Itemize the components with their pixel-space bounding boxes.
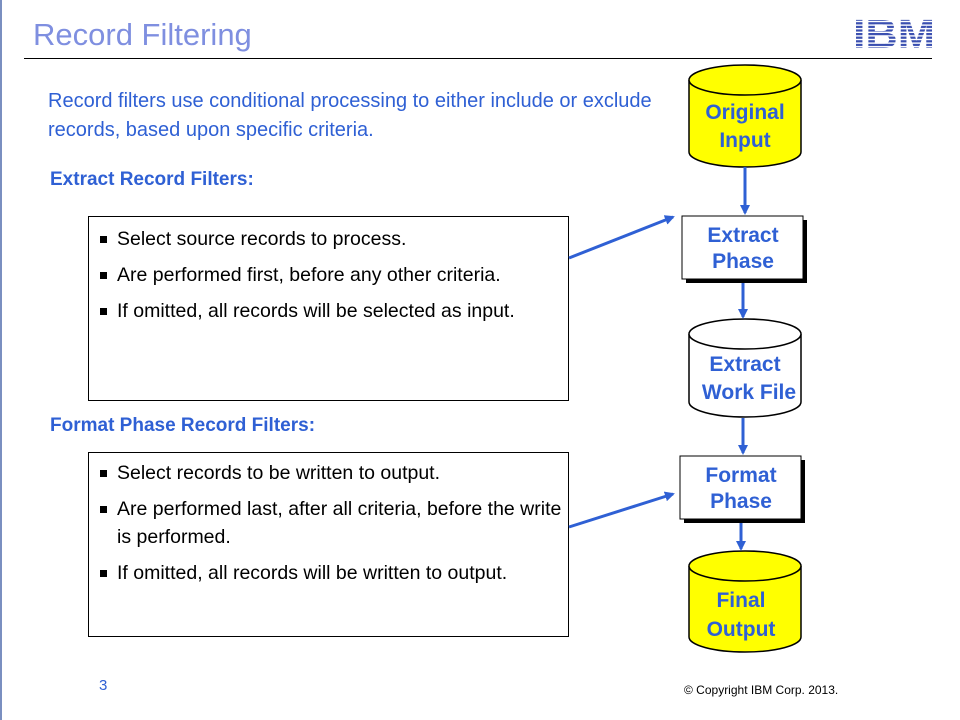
bullet-square-icon: [100, 570, 107, 577]
extract-filters-heading: Extract Record Filters:: [50, 169, 254, 190]
original-input-label-line1: Original: [705, 101, 784, 124]
bullet-square-icon: [100, 506, 107, 513]
bullet-text: Are performed first, before any other cr…: [117, 264, 501, 286]
format-phase-box: Format Phase: [679, 455, 805, 523]
bullet-square-icon: [100, 272, 107, 279]
format-phase-label-line2: Phase: [710, 490, 772, 513]
list-item: Select records to be written to output.: [89, 459, 568, 487]
ibm-logo-text: IBM: [853, 15, 935, 51]
extract-work-file-label-line2: Work File: [702, 381, 796, 404]
list-item: Select source records to process.: [89, 225, 568, 253]
slide-title: Record Filtering: [33, 17, 252, 52]
format-filters-heading: Format Phase Record Filters:: [50, 415, 316, 436]
extract-work-file-cylinder: Extract Work File: [688, 318, 802, 418]
final-output-label-line1: Final: [716, 589, 765, 612]
page-number: 3: [99, 677, 108, 694]
extract-filters-box: Select source records to process. Are pe…: [88, 216, 569, 401]
title-underline: [24, 58, 932, 59]
copyright-notice: © Copyright IBM Corp. 2013.: [684, 683, 839, 697]
bullet-text: Select records to be written to output.: [117, 462, 441, 484]
bullet-square-icon: [100, 236, 107, 243]
extract-phase-label-line2: Phase: [712, 250, 774, 273]
arrow-format-filters-pointer: [568, 491, 675, 529]
bullet-square-icon: [100, 470, 107, 477]
original-input-cylinder: Original Input: [688, 64, 802, 168]
bullet-square-icon: [100, 308, 107, 315]
bullet-text: If omitted, all records will be written …: [117, 562, 508, 584]
ibm-logo: IBM: [853, 15, 935, 51]
bullet-text: Select source records to process.: [117, 228, 407, 250]
bullet-text: Are performed last, after all criteria, …: [117, 498, 562, 548]
extract-phase-label-line1: Extract: [707, 224, 778, 247]
left-edge-rule: [0, 0, 2, 720]
bullet-text: If omitted, all records will be selected…: [117, 300, 515, 322]
list-item: If omitted, all records will be written …: [89, 559, 568, 587]
list-item: If omitted, all records will be selected…: [89, 297, 568, 325]
final-output-cylinder: Final Output: [688, 550, 802, 653]
intro-text: Record filters use conditional processin…: [48, 90, 652, 141]
format-phase-label-line1: Format: [705, 464, 776, 487]
arrow-extract-filters-pointer: [568, 215, 675, 260]
list-item: Are performed last, after all criteria, …: [89, 495, 568, 551]
final-output-label-line2: Output: [707, 618, 776, 641]
extract-work-file-label-line1: Extract: [709, 353, 780, 376]
original-input-label-line2: Input: [719, 129, 770, 152]
list-item: Are performed first, before any other cr…: [89, 261, 568, 289]
format-filters-box: Select records to be written to output. …: [88, 452, 569, 637]
extract-phase-box: Extract Phase: [681, 215, 807, 283]
